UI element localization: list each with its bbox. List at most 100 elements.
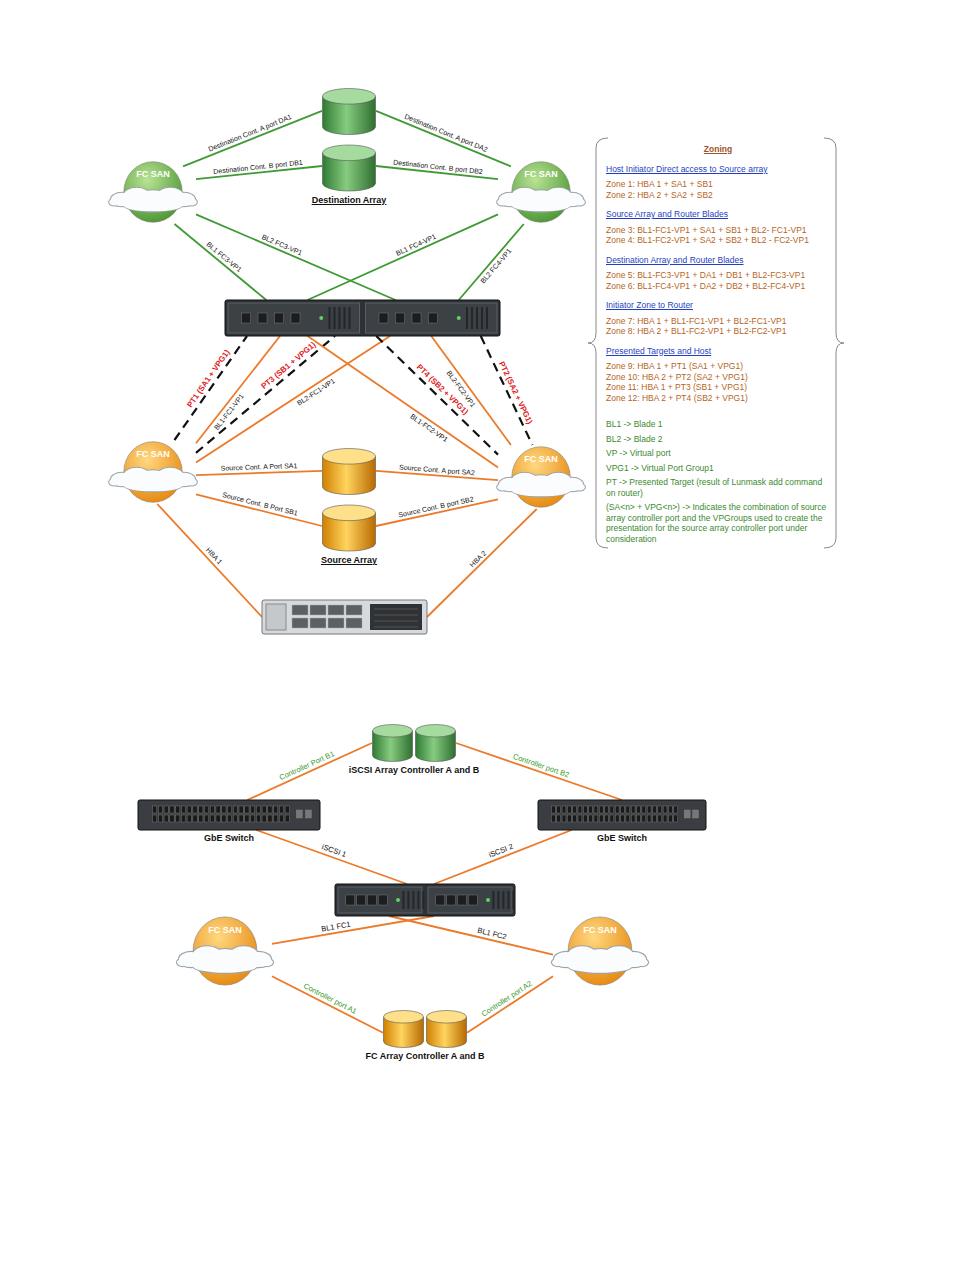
port-symbol — [233, 815, 237, 822]
cylinder-top — [323, 145, 376, 161]
port-symbol — [367, 895, 376, 905]
grille-line — [374, 627, 418, 628]
port-symbol — [176, 815, 180, 822]
host-server-shape — [262, 600, 427, 634]
destination-array-shape — [322, 88, 376, 192]
port-symbol — [158, 806, 162, 813]
port-symbol — [378, 895, 387, 905]
cloud-puff — [497, 484, 507, 491]
vent-slot — [339, 307, 341, 329]
drive-bay — [346, 618, 362, 628]
device-label: GbE Switch — [204, 833, 254, 844]
presented-target-link — [481, 336, 533, 445]
link-label: Destination Cont. A port DA1 — [207, 113, 294, 154]
cloud-puff — [187, 199, 197, 206]
port-symbol — [204, 806, 208, 813]
port-symbol — [658, 806, 662, 813]
port-symbol — [153, 815, 157, 822]
drive-bay — [292, 605, 308, 615]
port-symbol — [567, 806, 571, 813]
cloud-puff — [512, 200, 570, 212]
status-led — [319, 316, 323, 320]
zoning-text: Zoning — [606, 144, 830, 155]
link-label: Source Cont. A port SA2 — [398, 463, 476, 476]
port-symbol — [262, 815, 266, 822]
san-label: FC SAN — [110, 169, 196, 180]
port-symbol — [615, 806, 619, 813]
vent-slot — [471, 307, 473, 329]
cloud-puff — [512, 485, 570, 497]
drive-bay — [328, 618, 344, 628]
port-symbol — [557, 806, 561, 813]
port-symbol — [268, 806, 272, 813]
switch-chassis — [538, 800, 706, 830]
server-handle — [266, 604, 286, 630]
gbe-switch-shape — [138, 800, 320, 830]
cloud-puff — [124, 200, 182, 212]
source-array-shape — [322, 448, 376, 552]
cloud-puff — [262, 959, 273, 967]
gbe-switch: GbE Switch — [538, 800, 706, 830]
vent-slot — [402, 891, 404, 909]
port-symbol — [412, 313, 421, 323]
server-chassis — [262, 600, 427, 634]
port-symbol — [193, 806, 197, 813]
switch-chassis — [138, 800, 320, 830]
cylinder-top — [416, 725, 456, 738]
port-symbol — [551, 806, 555, 813]
vent-slot — [334, 307, 336, 329]
zoning-text: Zone 3: BL1-FC1-VP1 + SA1 + SB1 + BL2- F… — [606, 225, 830, 236]
link-label: BL1-FC1-VP1 — [212, 392, 246, 432]
zoning-text: Zone 9: HBA 1 + PT1 (SA1 + VPG1) — [606, 361, 830, 372]
link-label: Controller Port B1 — [277, 750, 336, 783]
port-symbol — [245, 815, 249, 822]
zoning-text: Zone 2: HBA 2 + SA2 + SB2 — [606, 190, 830, 201]
iscsi-array-shape — [372, 724, 456, 762]
port-symbol — [239, 815, 243, 822]
presented-target-link — [376, 336, 498, 455]
vent-slot — [407, 891, 409, 909]
port-symbol — [626, 815, 630, 822]
zoning-text: Zone 10: HBA 2 + PT2 (SA2 + VPG1) — [606, 372, 830, 383]
cylinder-top — [384, 1011, 424, 1024]
router-chassis — [335, 884, 515, 916]
port-symbol — [605, 815, 609, 822]
port-symbol — [222, 815, 226, 822]
grille-line — [374, 609, 418, 610]
fc-link — [467, 976, 553, 1033]
zoning-text: Initiator Zone to Router — [606, 300, 830, 311]
port-symbol — [245, 806, 249, 813]
vent-slot — [481, 307, 483, 329]
port-symbol — [589, 815, 593, 822]
zoning-text: VPG1 -> Virtual Port Group1 — [606, 463, 830, 474]
port-symbol — [668, 806, 672, 813]
zoning-text: VP -> Virtual port — [606, 448, 830, 459]
zoning-text: Zone 8: HBA 2 + BL1-FC2-VP1 + BL2-FC2-VP… — [606, 326, 830, 337]
port-symbol — [233, 806, 237, 813]
device-label: FC Array Controller A and B — [365, 1051, 484, 1062]
link-label: Controller port A2 — [479, 980, 534, 1020]
vent-slot — [486, 307, 488, 329]
zoning-text: Zone 6: BL1-FC4-VP1 + DA2 + DB2 + BL2-FC… — [606, 281, 830, 292]
link-label: Destination Cont. A port DA2 — [402, 112, 489, 153]
cloud-puff — [575, 199, 585, 206]
drive-bay — [328, 605, 344, 615]
vent-slot — [344, 307, 346, 329]
fc-san-cloud: FC SAN — [553, 915, 647, 987]
cloud-puff — [637, 959, 648, 967]
zoning-text: Zone 12: HBA 2 + PT4 (SB2 + VPG1) — [606, 393, 830, 404]
link-label: HBA 1 — [204, 546, 224, 567]
port-symbol — [216, 806, 220, 813]
port-symbol — [357, 895, 366, 905]
port-symbol — [610, 815, 614, 822]
port-symbol — [631, 815, 635, 822]
link-label: BL2-FC1-VP1 — [295, 377, 337, 408]
link-label: iSCSI 2 — [486, 843, 514, 860]
link-label: HBA 2 — [467, 548, 488, 569]
port-symbol — [674, 815, 678, 822]
port-symbol — [396, 313, 405, 323]
cylinder-top — [323, 449, 376, 465]
port-symbol — [199, 815, 203, 822]
zoning-text: Zone 5: BL1-FC3-VP1 + DA1 + DB1 + BL2-FC… — [606, 270, 830, 281]
blade-panel — [338, 887, 422, 913]
